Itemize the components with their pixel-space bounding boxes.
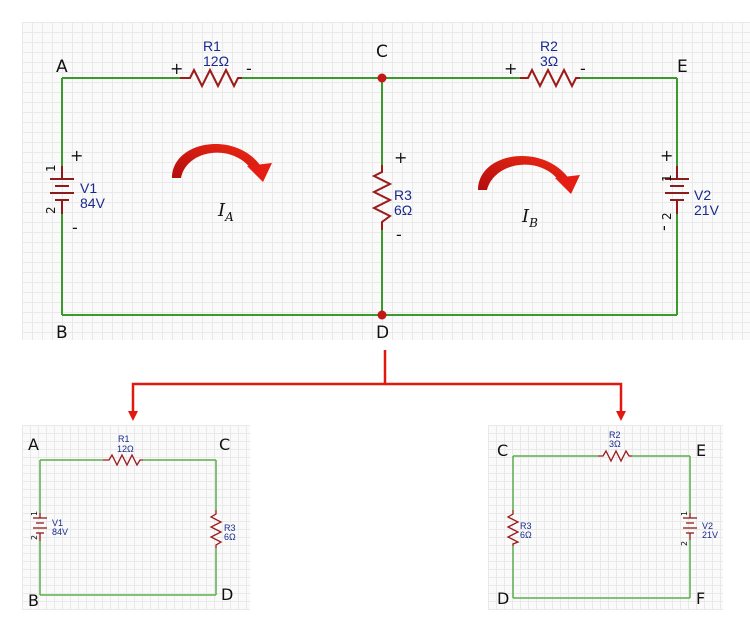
left-r3-name: R3 (224, 523, 236, 533)
left-r1-value: 12Ω (117, 444, 134, 454)
split-connector-lines (131, 350, 387, 412)
right-v2-name: V2 (702, 521, 713, 531)
node-label-d: D (376, 323, 389, 343)
right-v2-pin2-label: 2 (680, 541, 689, 546)
left-v1-pin2-label: 2 (30, 535, 39, 540)
left-v1-pin1-label: 1 (30, 511, 39, 516)
left-resistor-r3-symbol (209, 510, 223, 548)
right-v2-pin1-label: 1 (680, 511, 689, 516)
node-label-c: C (376, 42, 388, 62)
left-r3-value: 6Ω (224, 532, 236, 542)
node-label-b: B (56, 323, 68, 343)
left-v1-value: 84V (52, 527, 68, 537)
arrowhead-left (128, 411, 138, 421)
r1-value: 12Ω (203, 53, 229, 69)
left-node-label-b: B (28, 591, 39, 610)
right-v2-value: 21V (702, 530, 718, 540)
split-connector (128, 350, 626, 421)
resistor-r2-symbol (520, 67, 580, 89)
v1-pin1-label: 1 (44, 164, 58, 172)
loop-a-current-arrow (172, 144, 272, 182)
right-node-label-e: E (696, 441, 706, 460)
v2-pin1-label: 1 (660, 174, 674, 182)
v1-plus-sign: + (70, 146, 83, 165)
v1-value: 84V (80, 195, 106, 211)
v2-value: 21V (694, 202, 720, 218)
r1-plus-sign: + (170, 59, 183, 78)
left-battery-v1-symbol (33, 513, 47, 541)
right-node-label-c: C (497, 441, 508, 460)
right-r2-name: R2 (609, 430, 621, 440)
right-r3-name: R3 (520, 521, 532, 531)
right-resistor-r2-symbol (598, 449, 632, 463)
v2-plus-sign: + (660, 146, 673, 165)
right-r3-value: 6Ω (520, 530, 532, 540)
r3-plus-sign: + (394, 148, 407, 167)
loop-b-current-label: IB (521, 206, 538, 230)
v1-pin2-label: 2 (44, 206, 58, 214)
node-label-e: E (677, 57, 688, 77)
left-node-label-c: C (219, 435, 230, 454)
arrowhead-right (616, 411, 626, 421)
loop-a-current-label: IA (217, 200, 234, 224)
right-node-label-d: D (497, 589, 509, 608)
r1-name: R1 (203, 38, 221, 54)
right-subcircuit: C D E F R2 3Ω R3 6Ω V2 21V 1 2 (497, 430, 718, 608)
right-r2-value: 3Ω (609, 439, 621, 449)
r1-minus-sign: - (246, 59, 252, 78)
r3-minus-sign: - (396, 225, 402, 244)
loop-b-current-arrow (478, 156, 580, 194)
right-resistor-r3-symbol (506, 510, 520, 546)
v2-minus-sign: - (654, 225, 673, 231)
node-label-a: A (56, 57, 68, 77)
left-node-label-a: A (28, 435, 39, 454)
right-battery-v2-symbol (683, 513, 697, 540)
junction-node-d (377, 310, 387, 320)
r2-name: R2 (540, 38, 558, 54)
left-r1-name: R1 (118, 434, 130, 444)
left-resistor-r1-symbol (103, 453, 143, 467)
r3-value: 6Ω (394, 202, 412, 218)
left-v1-name: V1 (52, 518, 63, 528)
v2-name: V2 (694, 187, 711, 203)
v2-pin2-label: 2 (660, 212, 674, 220)
resistor-r3-symbol (371, 165, 393, 230)
left-subcircuit: A B C D R1 12Ω R3 6Ω V1 84V 1 2 (28, 434, 236, 610)
battery-v2-symbol (665, 166, 689, 214)
r3-name: R3 (394, 187, 412, 203)
r2-plus-sign: + (504, 59, 517, 78)
r2-value: 3Ω (540, 53, 558, 69)
main-circuit: A B C D E R1 12Ω + - R2 3Ω + - R3 6Ω + -… (44, 38, 720, 343)
v1-minus-sign: - (72, 218, 78, 237)
right-node-label-f: F (696, 589, 705, 608)
left-node-label-d: D (221, 585, 233, 604)
v1-name: V1 (80, 180, 97, 196)
r2-minus-sign: - (580, 59, 586, 78)
split-connector-right-line (385, 382, 623, 412)
resistor-r1-symbol (180, 67, 242, 89)
battery-v1-symbol (50, 166, 74, 214)
junction-node-c (377, 73, 387, 83)
